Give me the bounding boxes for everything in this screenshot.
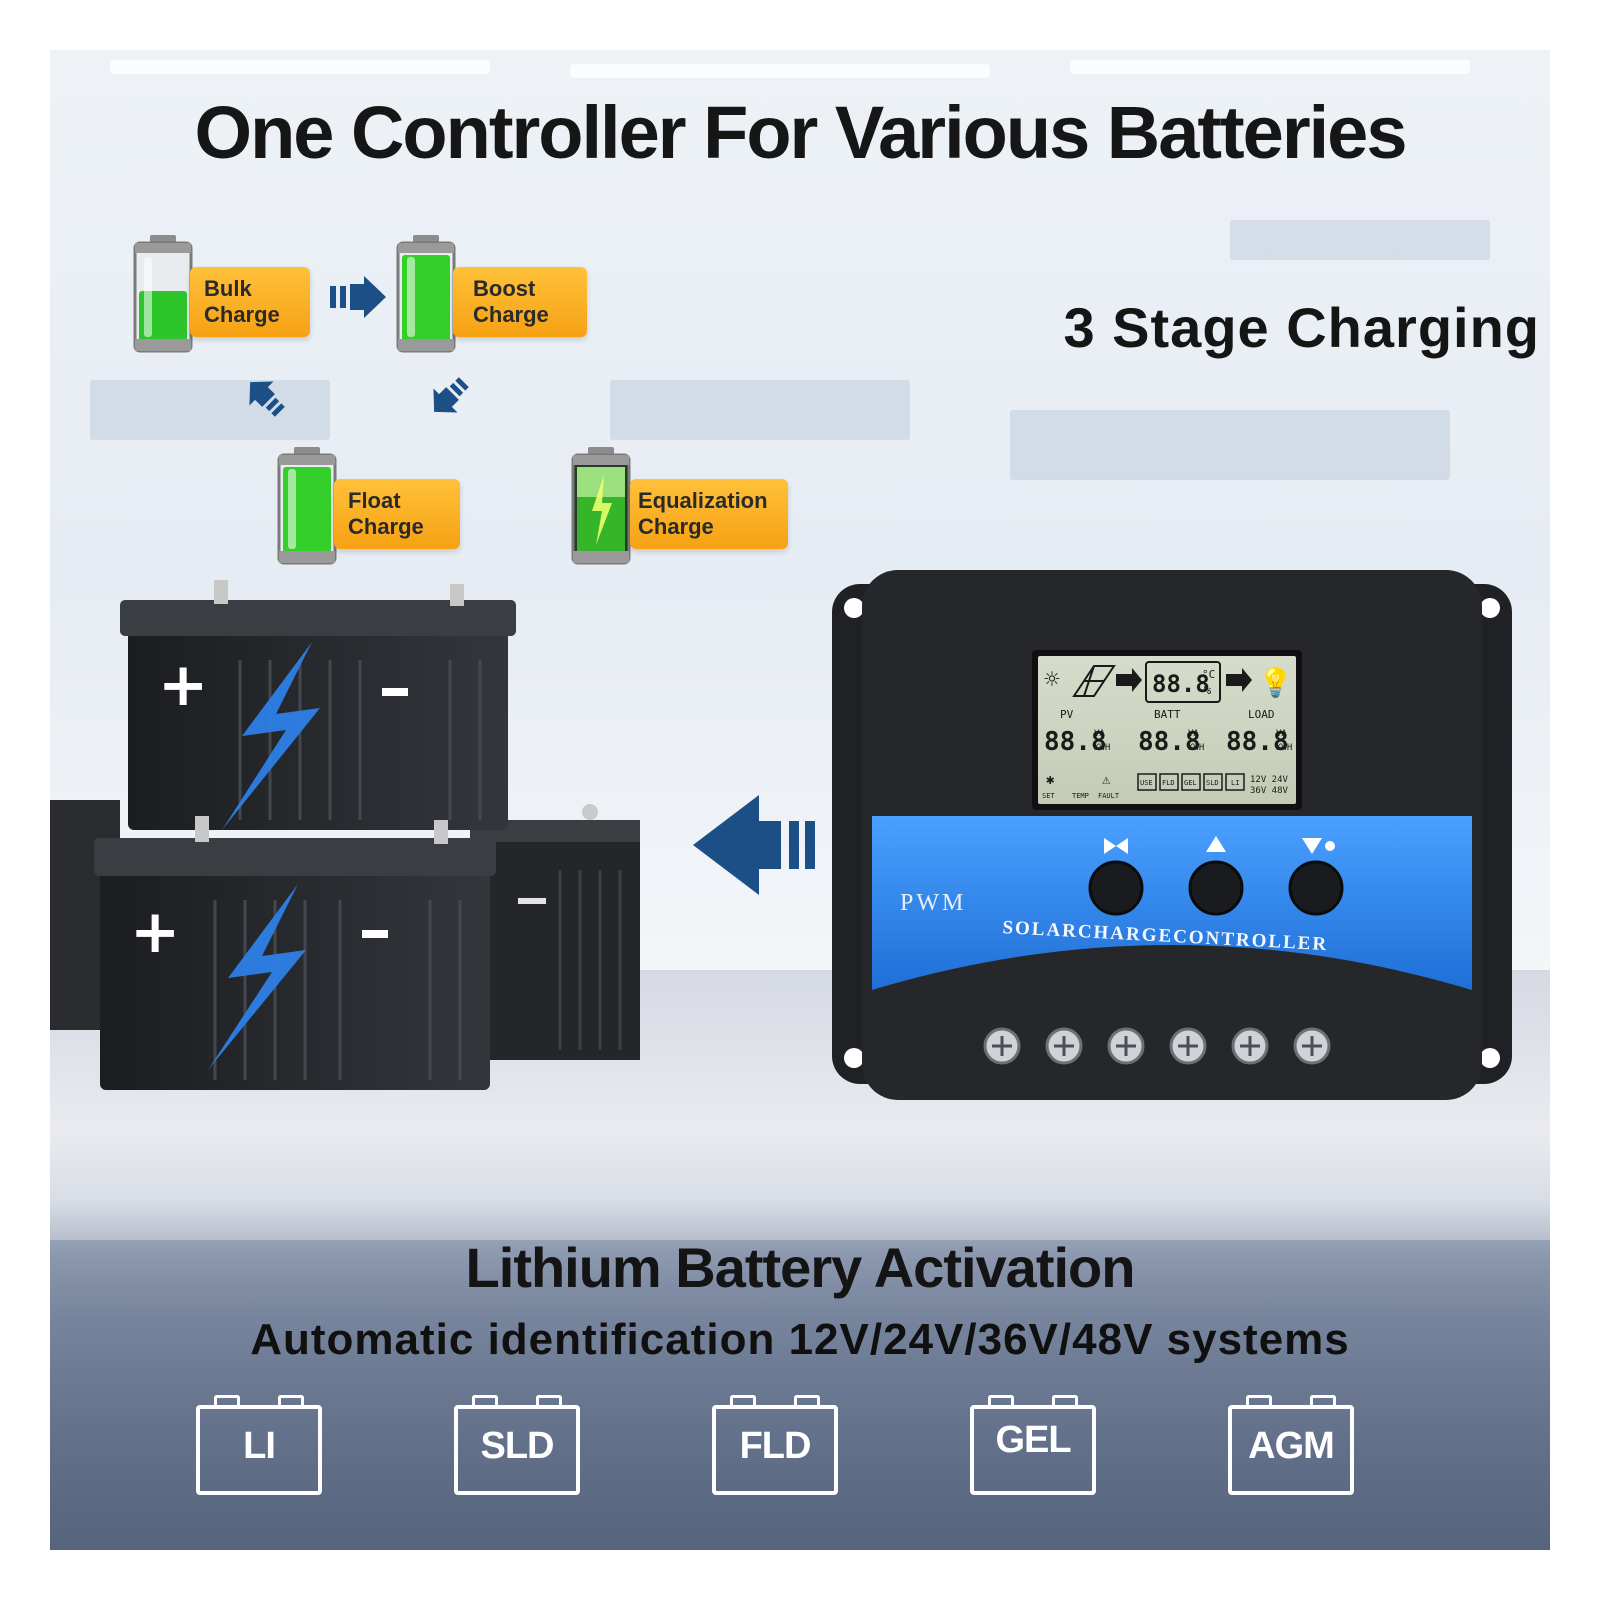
gear-icon: ✱ [1046,772,1055,788]
svg-text:+: + [158,650,208,720]
arrow-right-icon [1226,668,1252,692]
svg-text:FAULT: FAULT [1098,792,1120,800]
stage-float: Float Charge [276,445,516,565]
lithium-heading: Lithium Battery Activation [465,1236,1136,1299]
svg-text:SET: SET [1042,792,1055,800]
svg-text:+: + [130,897,180,967]
svg-text:KWH: KWH [1276,743,1292,753]
solar-charge-controller: ☼ 88.8 °C % 💡 PV BATT LOAD 88.8 VA KWH 8… [832,570,1512,1100]
svg-text:KWH: KWH [1188,743,1204,753]
arrow-right-icon [330,276,386,318]
arrow-down-left-icon [433,377,469,413]
stage-label: Bulk Charge [190,267,310,337]
ceiling-light [570,64,990,78]
up-button[interactable] [1188,860,1244,916]
control-buttons [1088,836,1344,916]
lcd-unit-celsius: °C [1202,668,1215,681]
svg-text:SLD: SLD [1206,779,1219,787]
ceiling-light [1070,60,1470,74]
stage-heading: 3 Stage Charging [1063,296,1540,359]
battery-full-icon [396,235,456,353]
load-icon [1325,841,1335,851]
svg-text:12V 24V: 12V 24V [1250,775,1289,785]
lcd-batt-readout: 88.8 [1152,670,1210,698]
battery-full-icon [277,447,337,565]
menu-button[interactable] [1088,860,1144,916]
battery-type-gel: GEL [970,1395,1096,1497]
battery-type-li: LI [196,1395,322,1497]
battery-charging-icon [571,447,631,565]
arrow-up-left-icon [249,381,285,417]
battery-type-row: LI SLD FLD GEL AGM [50,1395,1550,1505]
up-icon [1206,836,1226,852]
svg-text:VA: VA [1276,729,1287,739]
battery-type-sld: SLD [454,1395,580,1497]
lcd-pv-readout: 88.8 [1044,727,1107,757]
stage-label: Float Charge [334,479,460,549]
lcd-batt-readout-2: 88.8 [1138,727,1201,757]
headline: One Controller For Various Batteries [194,91,1408,174]
svg-text:FLD: FLD [1162,779,1175,787]
svg-text:36V 48V: 36V 48V [1250,786,1289,796]
svg-text:VA: VA [1094,729,1105,739]
warehouse-shelf [1230,220,1490,260]
svg-text:TEMP: TEMP [1072,792,1089,800]
lcd-pv-label: PV [1060,708,1074,721]
svg-text:GEL: GEL [1184,779,1197,787]
stage-label: Boost Charge [453,267,587,337]
lcd-batt-label: BATT [1154,708,1181,721]
down-icon [1302,838,1322,854]
terminal-row [983,1027,1331,1065]
down-button[interactable] [1288,860,1344,916]
battery-icon [1145,661,1221,703]
bulb-icon: 💡 [1258,666,1293,699]
arrow-right-icon [1116,668,1142,692]
menu-icon [1104,838,1128,854]
svg-text:VA: VA [1188,729,1199,739]
warning-icon: ⚠ [1102,772,1111,788]
svg-text:LI: LI [1231,779,1239,787]
brand-label: PWM [900,890,966,916]
stage-equalization: Equalization Charge [570,445,850,565]
svg-text:USE: USE [1140,779,1153,787]
battery-type-agm: AGM [1228,1395,1354,1497]
product-banner: One Controller For Various Batteries 3 S… [50,50,1550,1550]
warehouse-shelf [1010,410,1450,480]
svg-text:KWH: KWH [1094,743,1110,753]
lcd-load-label: LOAD [1248,708,1275,721]
warehouse-shelf [610,380,910,440]
ceiling-light [110,60,490,74]
lcd-load-readout: 88.8 [1226,727,1289,757]
warehouse-shelf [90,380,330,440]
solar-panel-icon [1072,665,1116,697]
stage-bulk: Bulk Charge [132,233,372,353]
battery-stack-illustration: + + [50,580,640,1090]
stage-label: Equalization Charge [630,479,788,549]
auto-identification-heading: Automatic identification 12V/24V/36V/48V… [250,1315,1350,1364]
battery-partial-icon [133,235,193,353]
sun-icon: ☼ [1044,665,1060,695]
battery-type-fld: FLD [712,1395,838,1497]
stage-boost: Boost Charge [395,233,655,353]
lcd-unit-percent: % [1204,683,1212,697]
arrow-left-icon [693,795,815,895]
